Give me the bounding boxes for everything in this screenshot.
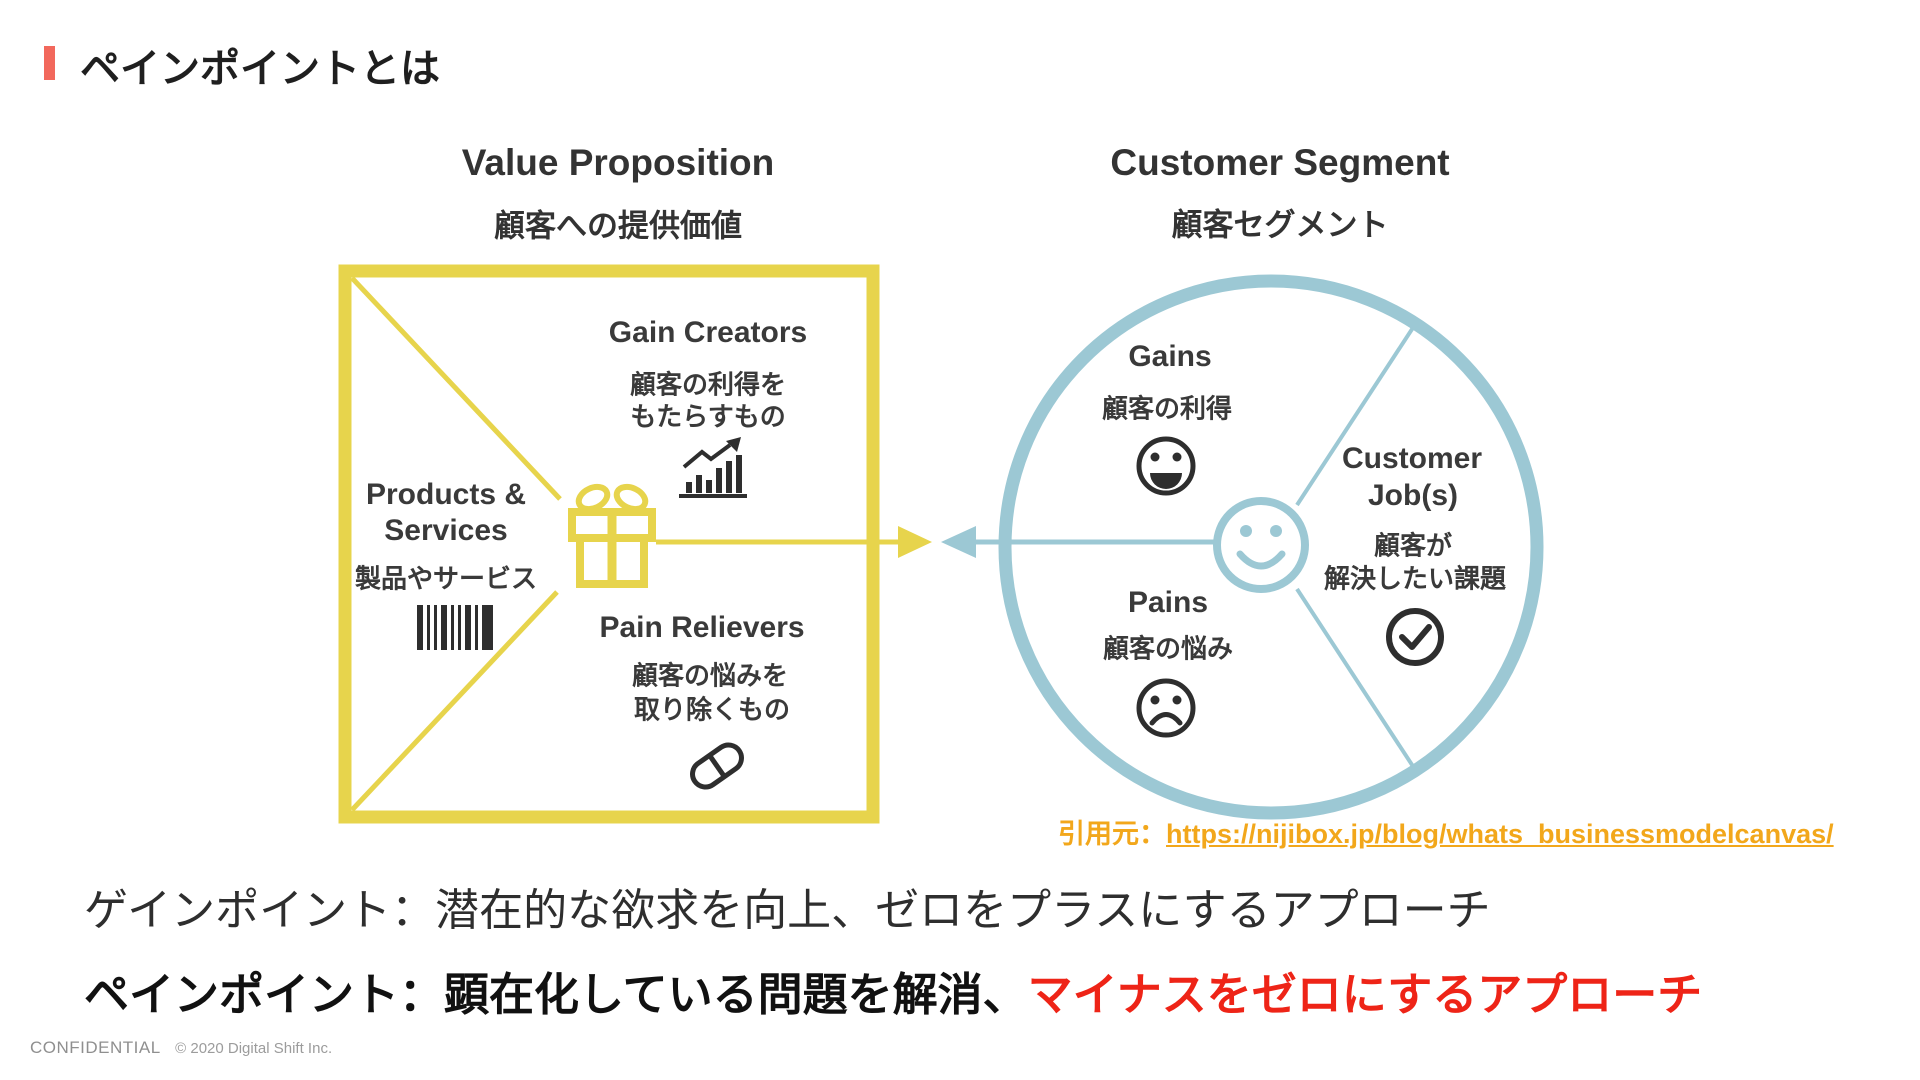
customer-jobs-label-1: Customer [1341,442,1483,475]
pain-relievers-desc-2: 取り除くもの [633,694,791,725]
confidential-label: CONFIDENTIAL [30,1038,161,1057]
barcode-icon [417,605,493,650]
customer-jobs-label-2: Job(s) [1368,479,1458,512]
summary-pain-red: マイナスをゼロにするアプローチ [1027,969,1703,1020]
products-services-label-1: Products & [365,478,527,511]
title-accent-bar [44,46,55,80]
customer-segment-circle [998,274,1544,820]
citation: 引用元：https://nijibox.jp/blog/whats_busine… [1058,812,1834,851]
summary-gain-point: ゲインポイント：潜在的な欲求を向上、ゼロをプラスにするアプローチ [84,886,1491,935]
pains-label: Pains [1127,586,1209,619]
pain-relievers-desc-1: 顧客の悩みを [631,660,789,691]
smiley-icon [1213,497,1309,593]
sad-face-icon [1136,678,1196,738]
citation-prefix: 引用元： [1058,819,1166,849]
value-proposition-heading-en: Value Proposition [461,142,775,183]
customer-segment-heading-ja: 顧客セグメント [1171,207,1389,243]
copyright-label: © 2020 Digital Shift Inc. [175,1040,333,1057]
check-icon [1386,608,1444,666]
gain-creators-desc-1: 顧客の利得を [629,369,787,400]
gains-desc: 顧客の利得 [1101,393,1233,424]
value-proposition-heading-ja: 顧客への提供価値 [494,208,742,244]
gain-creators-label: Gain Creators [608,316,808,349]
products-services-desc: 製品やサービス [354,563,538,594]
pain-relievers-label: Pain Relievers [599,611,805,644]
footer: CONFIDENTIAL © 2020 Digital Shift Inc. [30,1038,332,1058]
summary-pain-black: ペインポイント：顕在化している問題を解消、 [84,969,1028,1020]
summary-pain-point: ペインポイント：顕在化している問題を解消、マイナスをゼロにするアプローチ [84,958,1702,1023]
customer-jobs-desc-2: 解決したい課題 [1323,563,1507,594]
pill-icon [690,742,744,790]
value-to-customer-arrow [656,526,932,558]
gift-icon [568,483,656,588]
customer-to-value-arrow [941,526,1216,558]
customer-jobs-desc-1: 顧客が [1373,530,1453,561]
gain-creators-desc-2: もたらすもの [630,401,786,432]
growth-chart-icon [679,437,747,498]
products-services-label-2: Services [384,514,508,547]
page-title: ペインポイントとは [80,47,440,91]
pains-desc: 顧客の悩み [1102,633,1234,664]
citation-link[interactable]: https://nijibox.jp/blog/whats_businessmo… [1166,819,1834,849]
happy-face-icon [1136,436,1196,496]
customer-segment-heading-en: Customer Segment [1110,142,1450,183]
gains-label: Gains [1128,340,1212,373]
